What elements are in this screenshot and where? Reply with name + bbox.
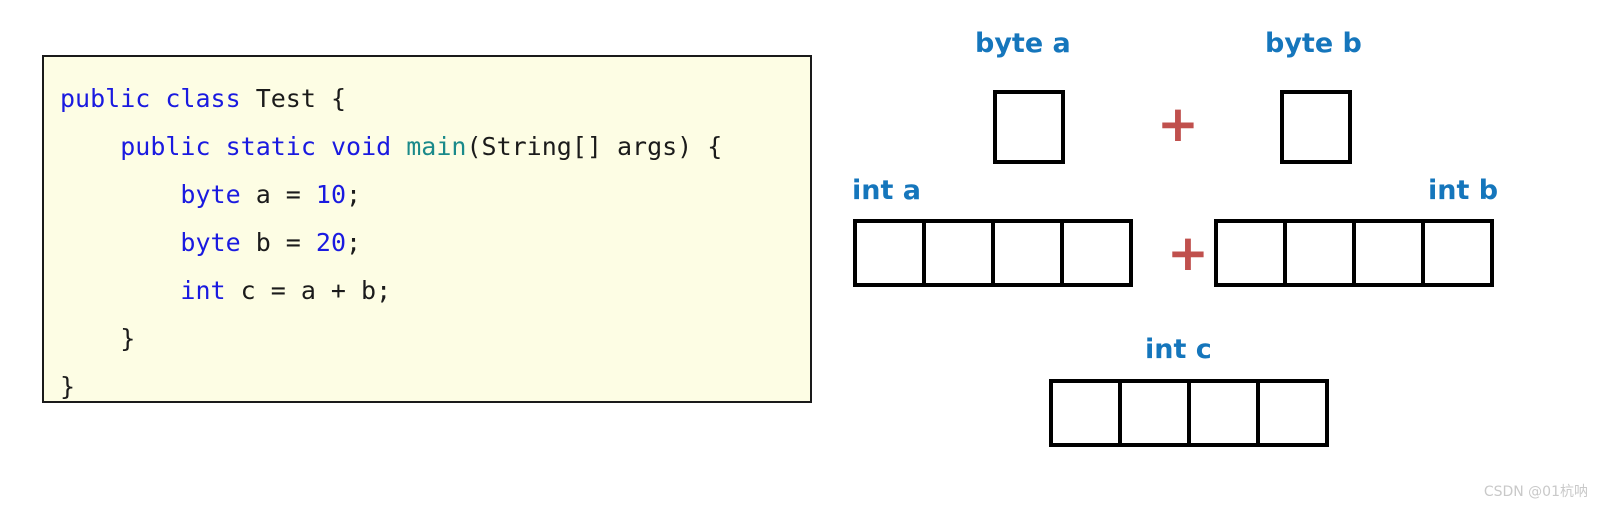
watermark: CSDN @01杭呐 [1483,484,1588,500]
code-panel: public class Test { public static void m… [42,55,812,403]
code-token: } [60,372,76,401]
code-line: int c = a + b; [60,267,810,315]
code-token [211,132,226,161]
memory-cell [1049,379,1122,447]
memory-cell [1214,219,1287,287]
memory-cell [1187,379,1260,447]
code-token: public [120,132,211,161]
code-line: } [60,315,810,363]
code-token: main [406,132,467,161]
code-line: } [60,363,810,401]
label-byte-a: byte a [975,28,1071,59]
code-token [60,180,180,209]
plus-operator-int-row: + [1167,224,1209,282]
label-int-a: int a [852,175,922,206]
code-token [60,132,120,161]
int-b-cell-row [1214,219,1494,287]
label-byte-b: byte b [1265,28,1362,59]
code-token: 20 [315,228,347,257]
memory-cell [853,219,926,287]
label-int-b: int b [1428,175,1499,206]
code-line: byte a = 10; [60,171,810,219]
code-token: c = a + b; [225,276,392,305]
int-c-cell-row [1049,379,1329,447]
code-token: (String[] args) { [466,132,723,161]
code-token [150,84,165,113]
memory-cell [1283,219,1356,287]
label-int-c: int c [1145,334,1212,365]
code-token: 10 [315,180,347,209]
code-token: class [165,84,241,113]
memory-cell [1060,219,1133,287]
code-token: byte [180,180,241,209]
code-token: } [60,324,136,353]
plus-operator-byte-row: + [1157,95,1199,153]
byte-a-cell [993,90,1065,164]
code-token: b = [240,228,316,257]
code-token: Test { [240,84,346,113]
code-line: public class Test { [60,75,810,123]
code-token [60,276,180,305]
memory-cell [1256,379,1329,447]
code-line: byte b = 20; [60,219,810,267]
int-a-cell-row [853,219,1133,287]
memory-cell [1352,219,1425,287]
code-token: int [180,276,226,305]
code-token: a = [240,180,316,209]
code-token: ; [346,180,362,209]
memory-layout-diagram: byte a + byte b int a + int b int c [840,0,1600,509]
memory-cell [991,219,1064,287]
code-token: byte [180,228,241,257]
code-token: ; [346,228,362,257]
code-token [391,132,406,161]
code-block: public class Test { public static void m… [60,75,810,401]
memory-cell [1118,379,1191,447]
code-token [60,228,180,257]
code-token: void [330,132,392,161]
byte-b-cell [1280,90,1352,164]
code-token: static [225,132,316,161]
code-token: public [60,84,151,113]
memory-cell [1421,219,1494,287]
code-line: public static void main(String[] args) { [60,123,810,171]
code-token [316,132,331,161]
memory-cell [922,219,995,287]
